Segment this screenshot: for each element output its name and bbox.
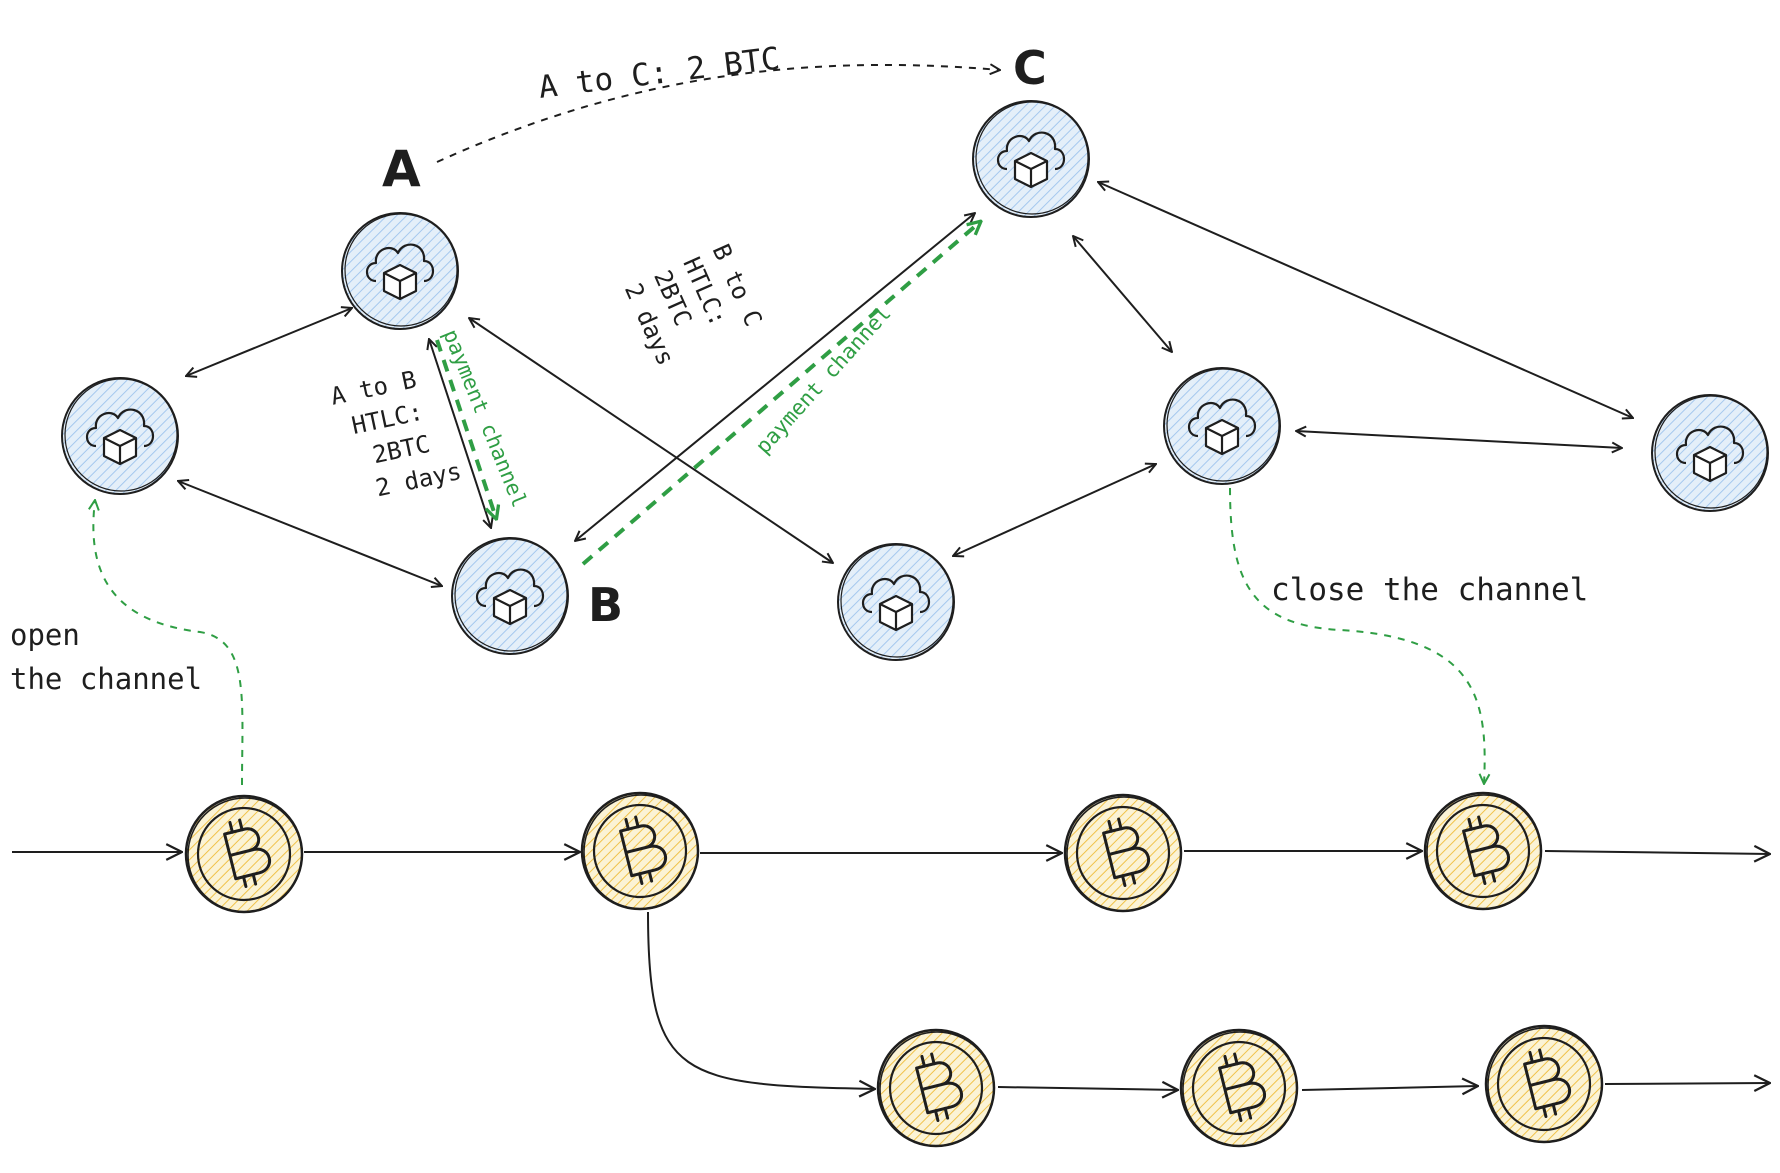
block-3[interactable] — [1063, 793, 1183, 913]
block-fork-2[interactable] — [1179, 1028, 1299, 1148]
blockchain-blocks — [184, 791, 1604, 1148]
block-1[interactable] — [184, 794, 304, 914]
edge-left-b — [178, 481, 442, 586]
chain-edge-end — [1544, 851, 1770, 854]
node-a-label: A — [382, 140, 421, 198]
edge-left-a — [186, 308, 352, 376]
node-a[interactable] — [340, 211, 460, 331]
block-fork-3[interactable] — [1484, 1024, 1604, 1144]
edge-a-to-c-payment — [436, 65, 1000, 163]
payment-channel-ab-line — [435, 339, 496, 518]
network-edges — [178, 182, 1633, 586]
blockchain-edges — [12, 851, 1770, 1090]
block-2[interactable] — [580, 791, 700, 911]
close-channel-label: close the channel — [1271, 572, 1588, 608]
close-channel-line — [1229, 487, 1485, 784]
open-channel-label-line-2: the channel — [10, 662, 202, 696]
edge-c-r1 — [1073, 236, 1172, 352]
edge-mid-r1 — [953, 464, 1156, 556]
node-right-2[interactable] — [1650, 393, 1770, 513]
chain-fork-edge-2 — [1301, 1086, 1478, 1090]
node-right-1[interactable] — [1162, 366, 1282, 486]
edge-c-r2 — [1098, 182, 1633, 418]
node-c-label: C — [1013, 41, 1047, 95]
payment-channel-bc-line — [581, 222, 980, 566]
node-middle[interactable] — [836, 542, 956, 662]
node-b-label: B — [588, 578, 623, 632]
a-to-c-label: A to C: 2 BTC — [537, 41, 782, 106]
open-channel-line — [93, 500, 244, 786]
chain-fork-edge-1 — [997, 1087, 1178, 1090]
block-4[interactable] — [1423, 791, 1543, 911]
block-fork-1[interactable] — [876, 1028, 996, 1148]
node-b[interactable] — [450, 536, 570, 656]
edge-b-c — [575, 213, 975, 541]
chain-fork-edge-end — [1604, 1083, 1770, 1084]
open-channel-label-line-1: open — [10, 618, 80, 652]
node-left[interactable] — [60, 376, 180, 496]
node-c[interactable] — [971, 99, 1091, 219]
b-to-c-htlc-label: B to C HTLC: 2BTC 2 days — [619, 240, 768, 370]
chain-fork-edge — [647, 911, 875, 1089]
edge-r1-r2 — [1296, 431, 1622, 448]
